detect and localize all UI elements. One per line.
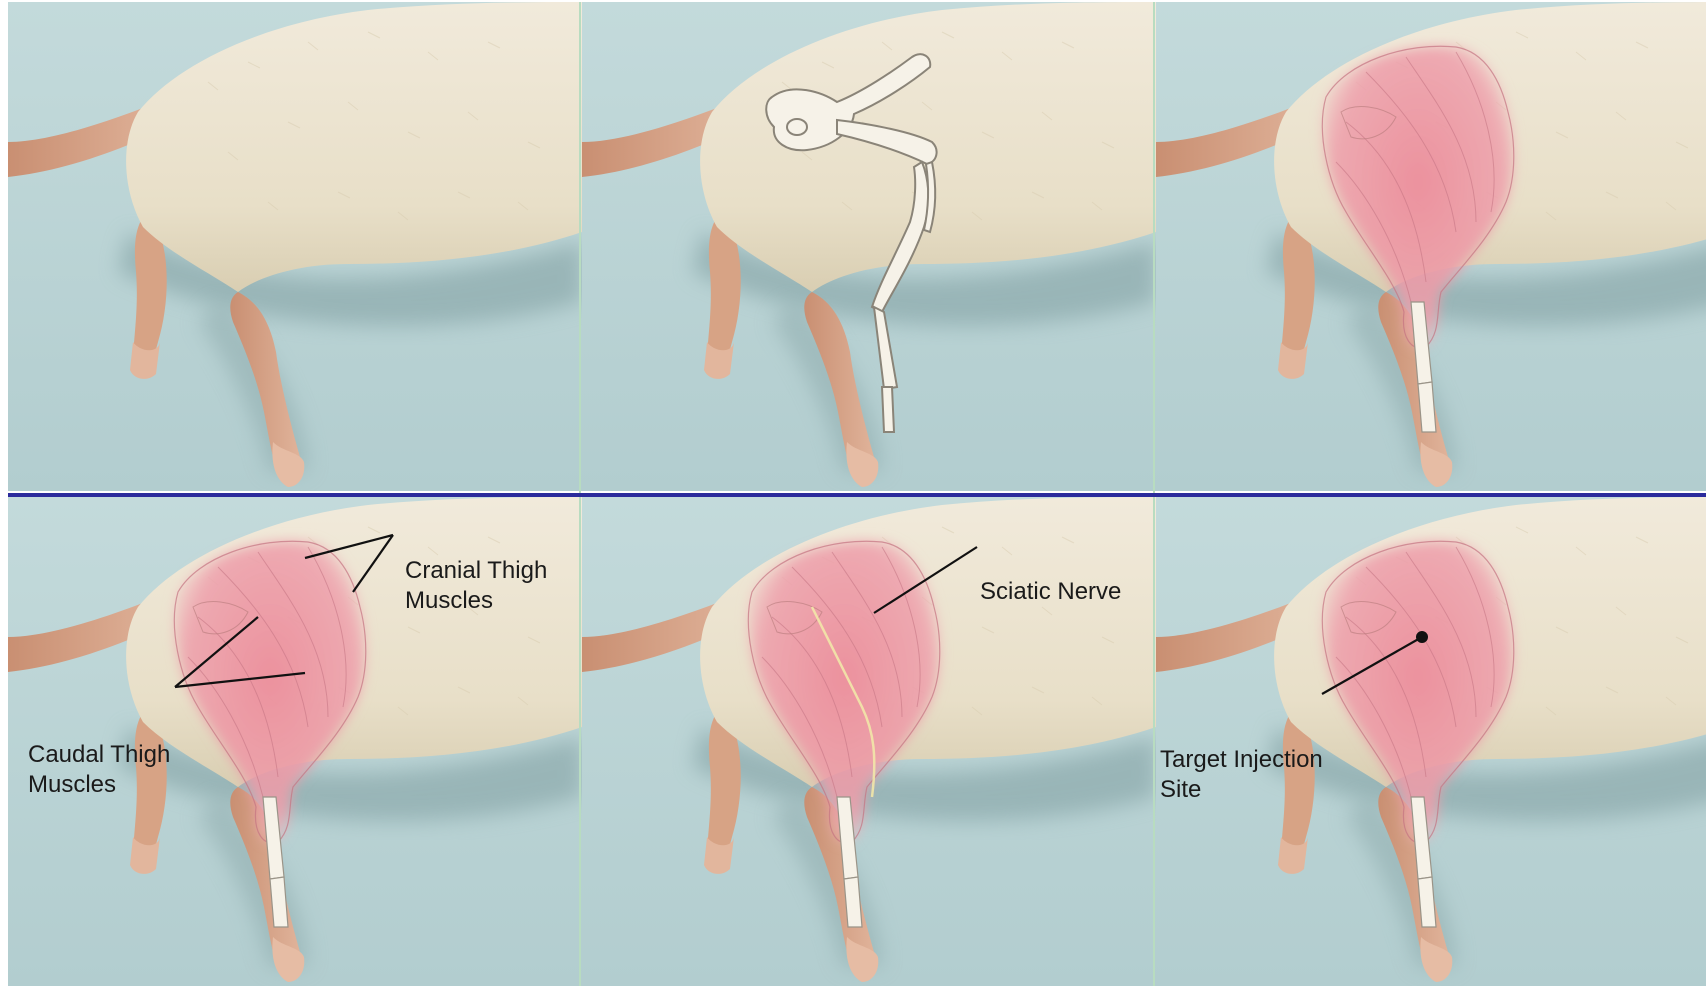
panel-sciatic-nerve — [582, 497, 1156, 986]
panel-injection-site — [1156, 497, 1706, 986]
horizontal-divider — [8, 493, 1706, 497]
target-injection-label: Target Injection Site — [1160, 745, 1323, 805]
caudal-thigh-label: Caudal Thigh Muscles — [28, 740, 170, 800]
panel-skeleton — [582, 2, 1156, 491]
target-injection-label-line1: Target Injection — [1160, 745, 1323, 775]
caudal-thigh-label-line1: Caudal Thigh — [28, 740, 170, 770]
cranial-thigh-label-line2: Muscles — [405, 586, 547, 616]
caudal-thigh-label-line2: Muscles — [28, 770, 170, 800]
injection-site-dot — [1416, 631, 1428, 643]
panel-muscles — [1156, 2, 1706, 491]
sciatic-nerve-label: Sciatic Nerve — [980, 577, 1121, 607]
target-injection-label-line2: Site — [1160, 775, 1323, 805]
panel-photo — [8, 2, 582, 491]
cranial-thigh-label-line1: Cranial Thigh — [405, 556, 547, 586]
cranial-thigh-label: Cranial Thigh Muscles — [405, 556, 547, 616]
sciatic-nerve-label-text: Sciatic Nerve — [980, 577, 1121, 607]
